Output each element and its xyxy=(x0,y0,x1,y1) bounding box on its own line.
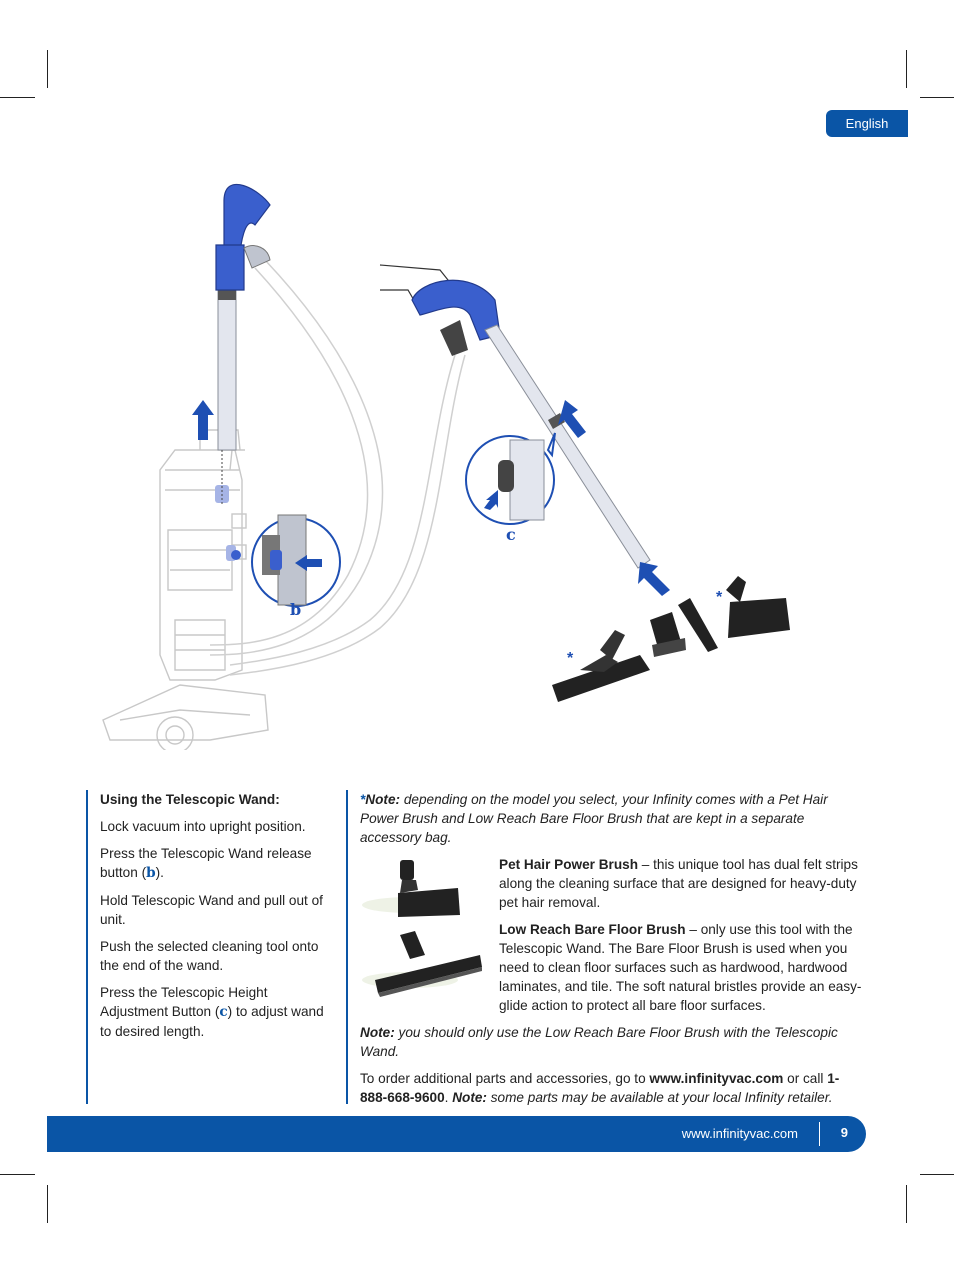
notes-column: *Note: depending on the model you select… xyxy=(360,790,865,1115)
ref-b: b xyxy=(146,865,156,881)
crop-mark xyxy=(906,1185,907,1223)
floor-brush-image xyxy=(362,931,482,997)
tool-dusting-brush xyxy=(650,612,686,657)
crop-mark xyxy=(47,50,48,88)
tool-descriptions: Pet Hair Power Brush – this unique tool … xyxy=(360,855,865,1023)
tool-crevice xyxy=(678,598,718,652)
page-number: 9 xyxy=(840,1125,848,1140)
order-info: To order additional parts and accessorie… xyxy=(360,1069,865,1107)
ref-c: c xyxy=(219,1004,228,1020)
order-text: To order additional parts and accessorie… xyxy=(360,1071,650,1086)
note2-text: you should only use the Low Reach Bare F… xyxy=(360,1025,838,1059)
order-call: or call xyxy=(783,1071,828,1086)
step-5-end: ) to adjust wand to desired length. xyxy=(100,1004,324,1039)
down-right-arrow-icon xyxy=(558,400,586,438)
callout-b: b xyxy=(290,600,301,619)
crop-mark xyxy=(0,97,35,98)
hand-and-handle xyxy=(379,264,501,356)
crop-mark xyxy=(920,1174,954,1175)
floor-brush-note: Note: you should only use the Low Reach … xyxy=(360,1023,865,1061)
instructions-column: Using the Telescopic Wand: Lock vacuum i… xyxy=(100,790,332,1049)
crop-mark xyxy=(920,97,954,98)
step-2-end: ). xyxy=(155,865,164,880)
step-3: Hold Telescopic Wand and pull out of uni… xyxy=(100,893,323,927)
instructions-heading: Using the Telescopic Wand: xyxy=(100,792,280,807)
accessory-note: *Note: depending on the model you select… xyxy=(360,790,865,847)
pet-brush-description: Pet Hair Power Brush – this unique tool … xyxy=(499,855,865,912)
pet-brush-title: Pet Hair Power Brush xyxy=(499,857,638,872)
footer-bar: www.infinityvac.com 9 xyxy=(47,1116,866,1152)
pet-brush-text: – this unique tool has dual felt strips … xyxy=(499,857,858,910)
step-5-text: Press the Telescopic Height Adjustment B… xyxy=(100,985,268,1019)
detail-circle-c xyxy=(465,432,556,525)
step-2: Press the Telescopic Wand release button… xyxy=(100,844,332,883)
hose xyxy=(209,259,466,676)
telescopic-wand-illustration: b c * * xyxy=(102,183,790,750)
footer-url-link[interactable]: www.infinityvac.com xyxy=(681,1126,798,1141)
order-dot: . xyxy=(444,1090,453,1105)
right-column-rule xyxy=(346,790,348,1104)
callout-c: c xyxy=(506,525,516,544)
step-1: Lock vacuum into upright position. xyxy=(100,819,306,834)
note3-text: some parts may be available at your loca… xyxy=(486,1090,833,1105)
vacuum-body xyxy=(102,429,269,750)
note-text: depending on the model you select, your … xyxy=(360,792,828,845)
step-2-text: Press the Telescopic Wand release button… xyxy=(100,846,312,880)
crop-mark xyxy=(47,1185,48,1223)
pet-brush-image xyxy=(362,860,460,917)
left-column-rule xyxy=(86,790,88,1104)
note2-label: Note: xyxy=(360,1025,395,1040)
floor-brush-text: – only use this tool with the Telescopic… xyxy=(499,922,862,1013)
crop-mark xyxy=(906,50,907,88)
note3-label: Note: xyxy=(452,1090,487,1105)
up-arrow-icon xyxy=(192,400,214,440)
order-phone: 1-888-668-9600 xyxy=(360,1071,840,1105)
order-url-link[interactable]: www.infinityvac.com xyxy=(649,1071,784,1086)
brush-images xyxy=(362,860,482,997)
tool-pet-brush xyxy=(726,576,790,638)
up-left-arrow-icon xyxy=(638,562,670,596)
step-4: Push the selected cleaning tool onto the… xyxy=(100,939,319,973)
floor-brush-title: Low Reach Bare Floor Brush xyxy=(499,922,686,937)
note-asterisk: * xyxy=(360,792,366,807)
asterisk-floor-brush: * xyxy=(567,650,574,667)
language-tab[interactable]: English xyxy=(826,110,908,137)
detail-circle-b xyxy=(231,514,341,607)
step-5: Press the Telescopic Height Adjustment B… xyxy=(100,983,332,1041)
footer-separator xyxy=(819,1122,820,1146)
note-label: Note: xyxy=(365,792,401,807)
standing-wand xyxy=(215,183,271,505)
crop-mark xyxy=(0,1174,35,1175)
asterisk-pet-brush: * xyxy=(716,589,723,606)
tool-floor-brush xyxy=(552,630,650,702)
tool-text: Pet Hair Power Brush – this unique tool … xyxy=(499,855,865,1023)
floor-brush-description: Low Reach Bare Floor Brush – only use th… xyxy=(499,920,865,1015)
tool-images xyxy=(360,855,499,1023)
